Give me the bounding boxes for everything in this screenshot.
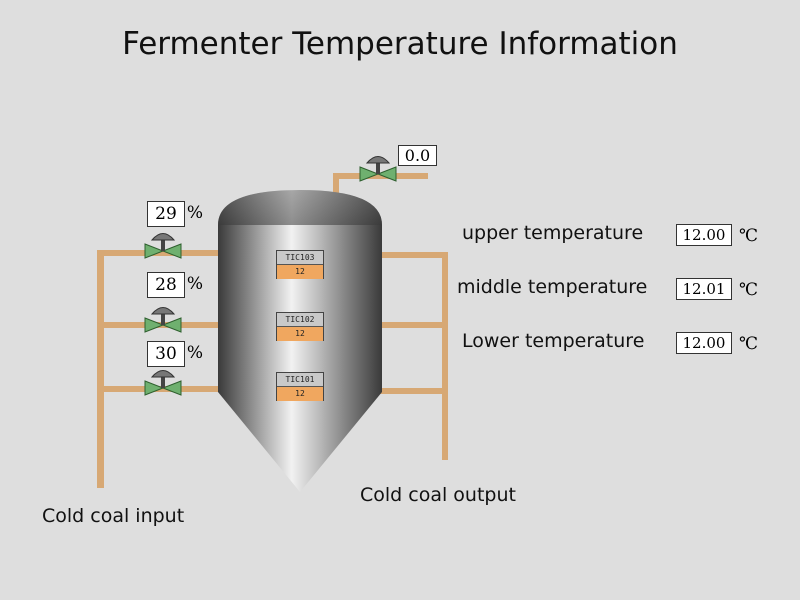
top-valve-readout: 0.0 [398, 145, 437, 166]
controller-tic103[interactable]: TIC103 12 [276, 250, 324, 279]
upper-temperature-value: 12.00 [676, 224, 732, 246]
input-valve-2-icon[interactable] [144, 307, 182, 333]
input-valve-3-icon[interactable] [144, 370, 182, 396]
top-pipe [333, 173, 428, 195]
middle-temperature-value: 12.01 [676, 278, 732, 300]
middle-temperature-unit: ℃ [739, 280, 759, 300]
lower-temperature-unit: ℃ [739, 334, 759, 354]
input-valve-1-unit: % [186, 203, 204, 223]
lower-temperature-value: 12.00 [676, 332, 732, 354]
top-valve-icon[interactable] [359, 156, 397, 182]
controller-tic102[interactable]: TIC102 12 [276, 312, 324, 341]
input-valve-1-readout: 29 [147, 201, 185, 227]
fermenter-tank [218, 190, 382, 492]
controller-tag: TIC102 [277, 313, 323, 327]
controller-tag: TIC103 [277, 251, 323, 265]
input-valve-2-unit: % [186, 274, 204, 294]
controller-tic101[interactable]: TIC101 12 [276, 372, 324, 401]
input-valve-1-icon[interactable] [144, 233, 182, 259]
controller-value: 12 [277, 265, 323, 279]
page-title: Fermenter Temperature Information [122, 26, 678, 62]
input-valve-3-unit: % [186, 343, 204, 363]
cold-coal-input-caption: Cold coal input [42, 505, 185, 527]
upper-temperature-unit: ℃ [739, 226, 759, 246]
middle-temperature-label: middle temperature [457, 276, 648, 298]
input-valve-2-readout: 28 [147, 272, 185, 298]
controller-value: 12 [277, 327, 323, 341]
upper-temperature-label: upper temperature [462, 222, 644, 244]
output-pipes [378, 252, 448, 460]
lower-temperature-label: Lower temperature [462, 330, 645, 352]
controller-value: 12 [277, 387, 323, 401]
cold-coal-output-caption: Cold coal output [360, 484, 516, 506]
input-valve-3-readout: 30 [147, 341, 185, 367]
controller-tag: TIC101 [277, 373, 323, 387]
